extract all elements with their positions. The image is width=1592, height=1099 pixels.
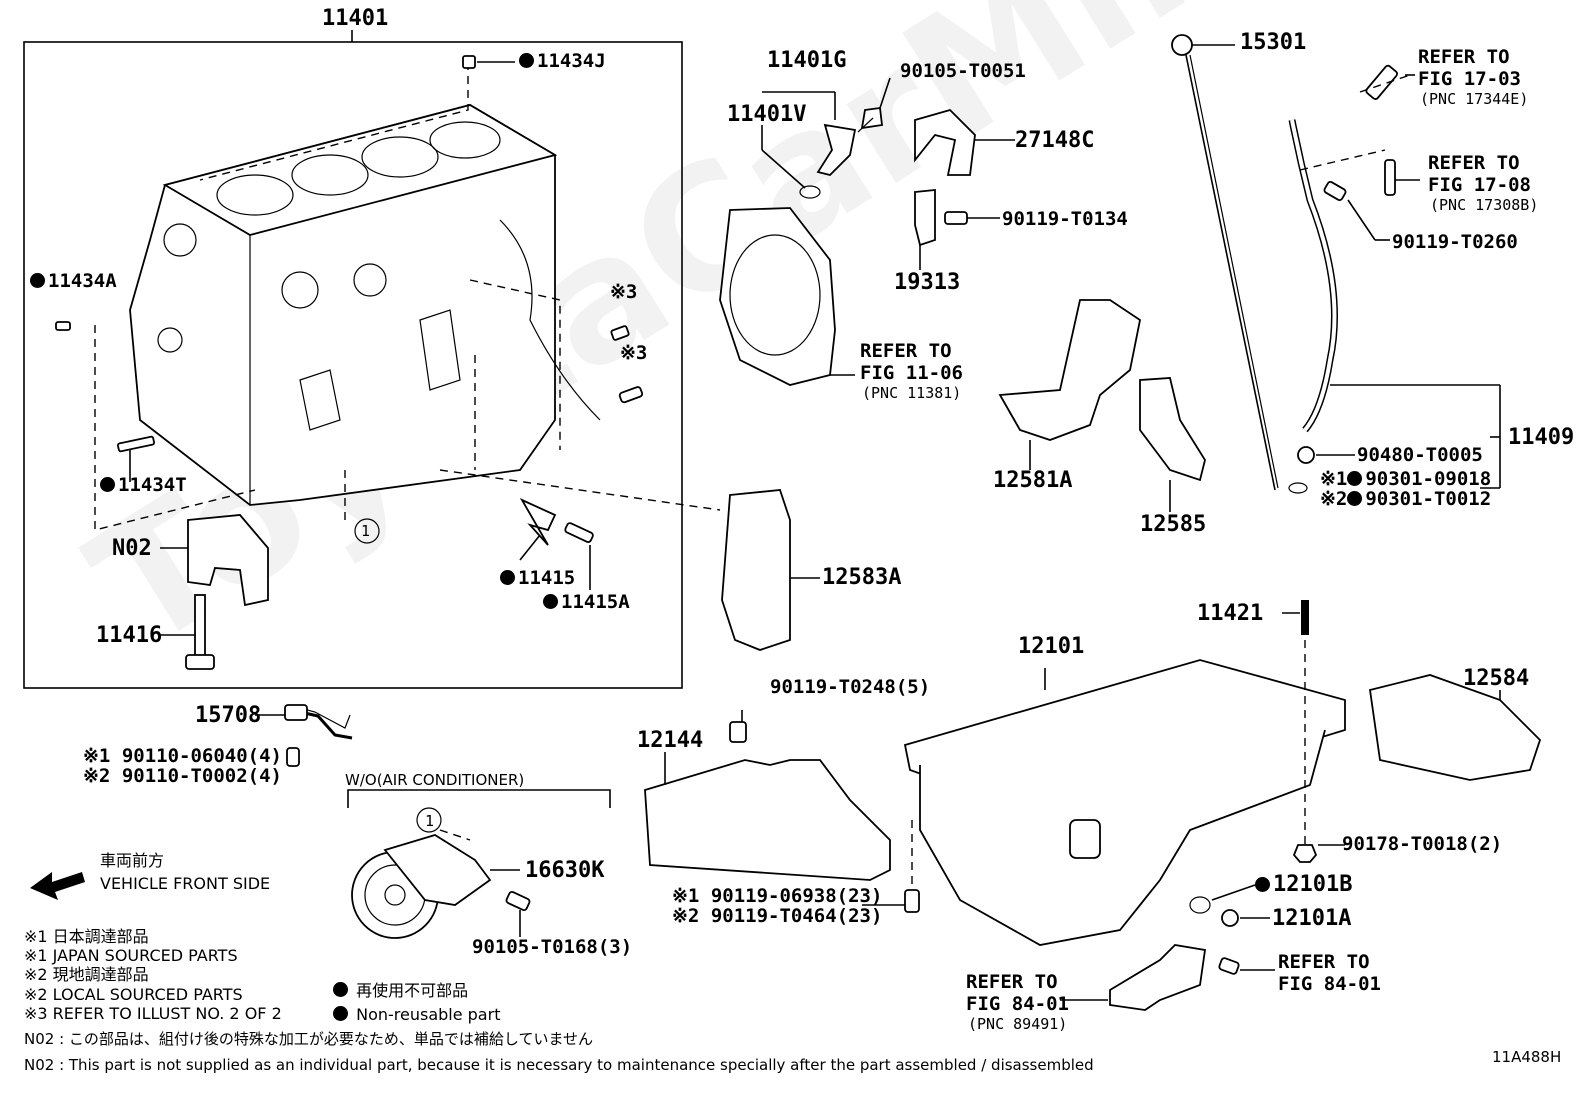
oil-strainer-drawing [1109, 944, 1207, 1011]
label-circle-1-b: 1 [425, 812, 435, 830]
label-90110-T0002: ※2 90110-T0002(4) [83, 765, 282, 787]
vehicle-front-jp: 車両前方 [100, 851, 165, 870]
seal-12583A-drawing [721, 489, 791, 651]
label-N02: N02 [112, 536, 152, 561]
non-reusable-dot-icon [333, 1006, 348, 1021]
label-12101: 12101 [1018, 634, 1085, 659]
refer-84-01a-line1: REFER TO [966, 971, 1058, 993]
label-90110-06040: ※1 90110-06040(4) [83, 745, 282, 767]
label-11401: 11401 [322, 6, 389, 31]
footnote-en: N02 : This part is not supplied as an in… [24, 1056, 1094, 1074]
label-11434J: 11434J [519, 52, 606, 71]
footnote-jp: N02 : この部品は、組付け後の特殊な加工が必要なため、単品では補給していませ… [24, 1030, 594, 1048]
timing-cover-12581A-drawing [998, 299, 1142, 441]
label-11415A: 11415A [543, 593, 630, 612]
label-90119-T0248: 90119-T0248(5) [770, 676, 931, 698]
label-15301: 15301 [1240, 30, 1307, 55]
label-90105-T0168: 90105-T0168(3) [472, 936, 633, 958]
refer-17-03-line2: FIG 17-03 [1418, 68, 1521, 90]
vehicle-front-en: VEHICLE FRONT SIDE [100, 874, 271, 893]
refer-84-01a-line3: (PNC 89491) [968, 1015, 1068, 1033]
bearing-cap-drawing [187, 514, 269, 607]
refer-84-01b-line1: REFER TO [1278, 951, 1370, 973]
refer-17-03-line3: (PNC 17344E) [1420, 90, 1529, 108]
label-11421: 11421 [1197, 601, 1264, 626]
label-90105-T0051: 90105-T0051 [900, 60, 1026, 82]
label-x3-b: ※3 [620, 342, 648, 364]
refer-17-08-line2: FIG 17-08 [1428, 174, 1531, 196]
label-x3-a: ※3 [610, 281, 638, 303]
non-reusable-dot-icon [100, 477, 115, 492]
label-16630K: 16630K [525, 858, 605, 883]
label-circle-1-a: 1 [361, 522, 371, 540]
label-11434T: 11434T [100, 476, 187, 495]
block-assembly-frame [23, 41, 683, 689]
non-reusable-dot-icon [30, 273, 45, 288]
variant-title: W/O(AIR CONDITIONER) [345, 771, 525, 789]
label-19313: 19313 [894, 270, 961, 295]
label-12585: 12585 [1140, 512, 1207, 537]
label-11409: 11409 [1508, 425, 1575, 450]
refer-11-06-line2: FIG 11-06 [860, 362, 963, 384]
refer-84-01b-line2: FIG 84-01 [1278, 973, 1381, 995]
non-reusable-dot-icon [1347, 491, 1363, 506]
refer-17-03-line1: REFER TO [1418, 46, 1510, 68]
refer-11-06-line1: REFER TO [860, 340, 952, 362]
non-reusable-dot-icon [519, 53, 534, 68]
refer-11-06-line3: (PNC 11381) [862, 384, 962, 402]
label-11416: 11416 [96, 623, 163, 648]
label-12583A: 12583A [822, 565, 902, 590]
legend-x3: ※3 REFER TO ILLUST NO. 2 OF 2 [24, 1004, 282, 1023]
dipstick-drawing [1185, 54, 1276, 491]
label-27148C: 27148C [1015, 128, 1095, 153]
non-reusable-dot-icon [333, 982, 348, 997]
baffle-12584-drawing [1368, 674, 1542, 781]
cylinder-block-drawing [129, 104, 601, 506]
label-90178-T0018: 90178-T0018(2) [1342, 833, 1503, 855]
cover-12144-drawing [644, 759, 891, 881]
label-11401G: 11401G [767, 48, 847, 73]
legend-jp2: ※2 現地調達部品 [24, 965, 149, 984]
non-reusable-dot-icon [543, 594, 558, 609]
label-11401V: 11401V [727, 102, 807, 127]
oil-pan-body-drawing [919, 729, 1326, 946]
refer-84-01a-line2: FIG 84-01 [966, 993, 1069, 1015]
non-reusable-dot-icon [500, 570, 515, 585]
legend-en1: ※1 JAPAN SOURCED PARTS [24, 946, 238, 965]
refer-17-08-line1: REFER TO [1428, 152, 1520, 174]
label-90119-T0260: 90119-T0260 [1392, 231, 1518, 253]
label-90119-T0134: 90119-T0134 [1002, 208, 1128, 230]
label-90119-06938: ※1 90119-06938(23) [672, 885, 883, 907]
timing-cover-12585-drawing [1139, 377, 1206, 482]
label-15708: 15708 [195, 703, 262, 728]
legend-nonreusable-en: Non-reusable part [333, 1006, 500, 1023]
legend-nonreusable-jp: 再使用不可部品 [333, 982, 468, 999]
label-90119-T0464: ※2 90119-T0464(23) [672, 905, 883, 927]
label-12144: 12144 [637, 728, 704, 753]
refer-17-08-line3: (PNC 17308B) [1430, 196, 1539, 214]
non-reusable-dot-icon [1255, 877, 1270, 892]
label-11434A: 11434A [30, 272, 117, 291]
diagram-id: 11A488H [1492, 1048, 1562, 1066]
legend-en2: ※2 LOCAL SOURCED PARTS [24, 985, 243, 1004]
label-12584: 12584 [1463, 666, 1530, 691]
label-11415: 11415 [500, 569, 575, 588]
label-12581A: 12581A [993, 468, 1073, 493]
label-12101B: 12101B [1255, 874, 1352, 896]
non-reusable-dot-icon [1347, 471, 1363, 486]
label-12101A: 12101A [1272, 906, 1352, 931]
legend-jp1: ※1 日本調達部品 [24, 927, 149, 946]
label-90480-T0005: 90480-T0005 [1357, 444, 1483, 466]
